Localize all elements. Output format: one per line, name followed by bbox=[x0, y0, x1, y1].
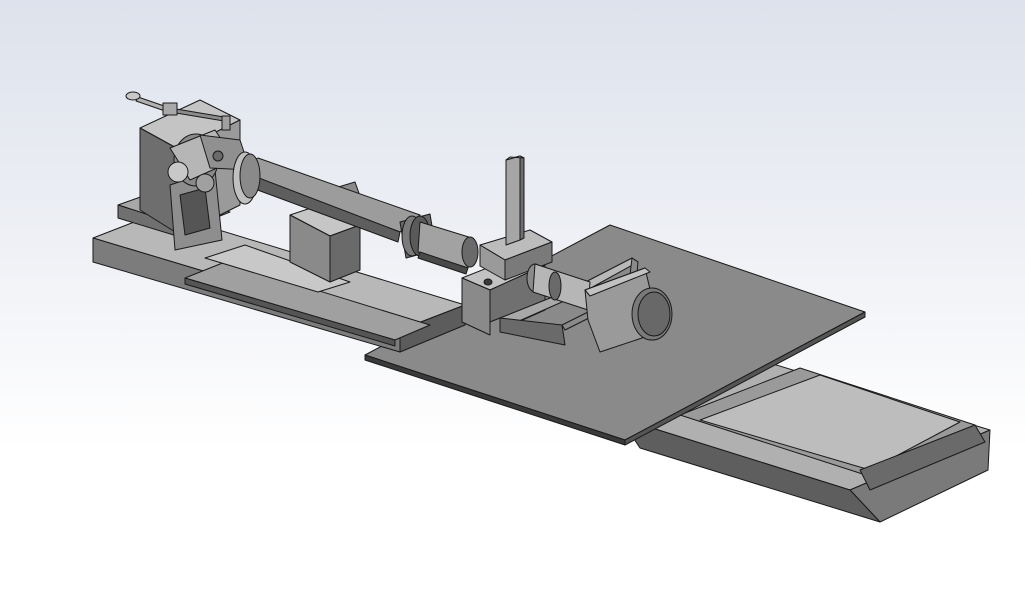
tailstock-shaft bbox=[526, 263, 591, 311]
lever-handle bbox=[125, 91, 231, 131]
shaft-support bbox=[289, 181, 361, 283]
vertical-post bbox=[505, 155, 525, 246]
drive-shaft bbox=[235, 157, 479, 275]
universal-joint bbox=[167, 129, 261, 205]
end-cylinder bbox=[584, 267, 673, 353]
